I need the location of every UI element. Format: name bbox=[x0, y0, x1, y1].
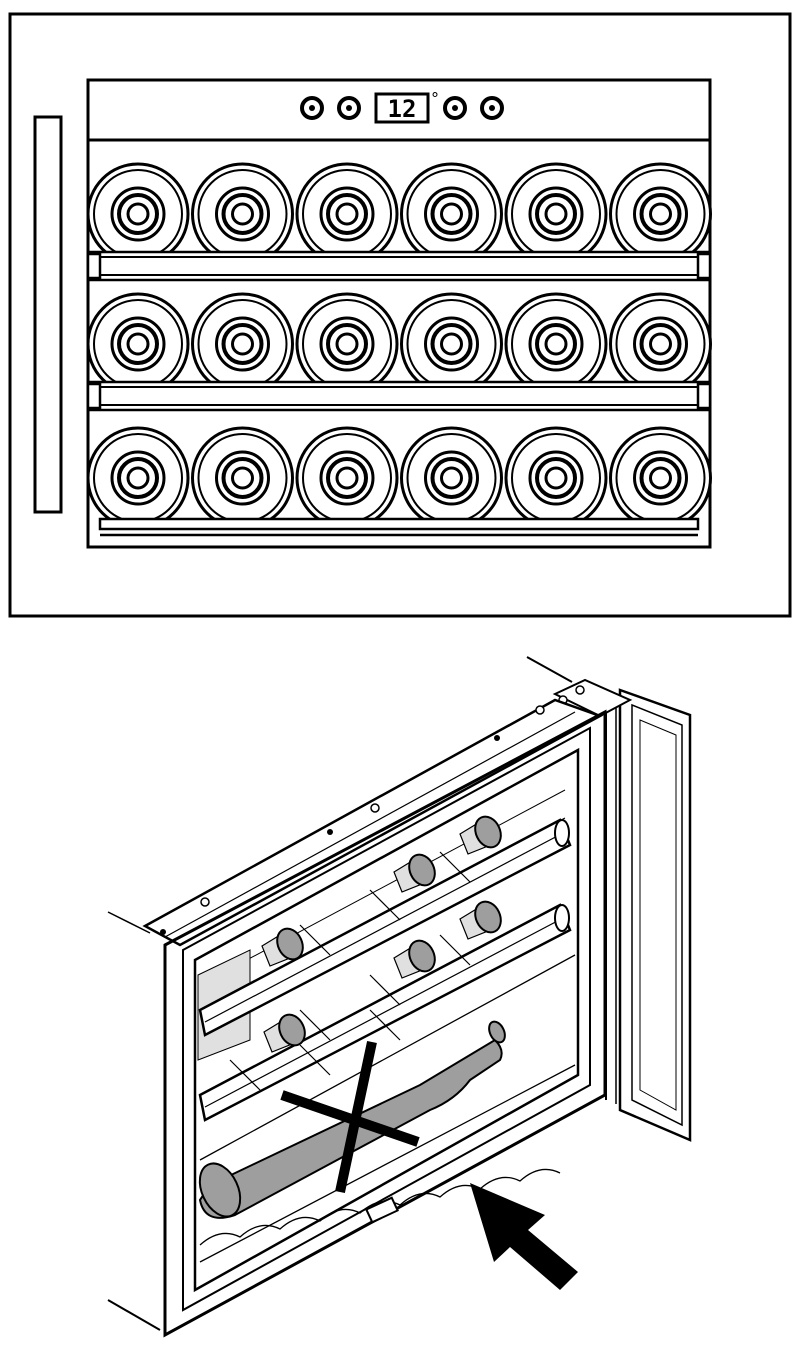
wine-cooler-front-view: 12 ° bbox=[8, 12, 792, 618]
temperature-value: 12 bbox=[388, 95, 417, 123]
bottle-neck bbox=[459, 815, 502, 855]
bottle-base bbox=[86, 162, 190, 266]
bottle-base bbox=[400, 426, 503, 530]
door-handle[interactable] bbox=[33, 115, 63, 514]
bottle-neck bbox=[459, 900, 502, 940]
bottle-base bbox=[295, 292, 399, 396]
shelf-bottles bbox=[261, 815, 502, 1053]
bottle-base bbox=[86, 426, 190, 530]
bottle-base bbox=[504, 292, 608, 396]
bottle-base bbox=[609, 292, 712, 396]
bottle-neck bbox=[393, 939, 436, 979]
wine-cooler-open-view bbox=[107, 656, 692, 1338]
wall-line bbox=[107, 911, 151, 934]
temperature-display bbox=[374, 92, 430, 124]
bottle-base bbox=[609, 162, 712, 266]
bottle-neck bbox=[393, 853, 436, 893]
bottle-neck bbox=[263, 1013, 306, 1053]
bottom-rail bbox=[98, 517, 700, 537]
bottle-base bbox=[609, 426, 712, 530]
shelf-front bbox=[99, 256, 699, 276]
temp-up-button[interactable] bbox=[443, 96, 467, 120]
temperature-unit: ° bbox=[431, 89, 439, 108]
shelf-row bbox=[86, 426, 712, 530]
shelf-front bbox=[99, 386, 699, 406]
floor-line bbox=[107, 1299, 161, 1331]
bottle-base bbox=[191, 292, 294, 396]
bottle-rows bbox=[86, 162, 712, 530]
countertop-line bbox=[526, 656, 573, 683]
control-panel: 12 ° bbox=[300, 89, 504, 124]
shelf-tab bbox=[696, 252, 712, 280]
bottom-tray bbox=[199, 954, 576, 1263]
shelf-tab bbox=[86, 252, 102, 280]
door-latch[interactable] bbox=[365, 1196, 399, 1224]
bottle-base bbox=[86, 292, 190, 396]
shelf-dividers bbox=[229, 851, 471, 1091]
bottle-base bbox=[504, 162, 608, 266]
bottle-base bbox=[191, 426, 294, 530]
shelf-tab bbox=[696, 382, 712, 410]
bottle-base bbox=[400, 162, 503, 266]
top-hinge bbox=[552, 678, 633, 718]
arrow-icon bbox=[470, 1183, 578, 1290]
shelf-row bbox=[86, 162, 712, 282]
bottle-neck bbox=[261, 927, 304, 967]
x-mark-icon bbox=[280, 1040, 420, 1194]
middle-shelf bbox=[198, 903, 572, 1122]
bottle-base bbox=[295, 162, 399, 266]
bottle-base bbox=[191, 162, 294, 266]
power-button[interactable] bbox=[480, 96, 504, 120]
top-shelf bbox=[198, 818, 572, 1037]
temp-down-button[interactable] bbox=[300, 96, 324, 120]
bottle-base bbox=[295, 426, 399, 530]
bottle-base bbox=[504, 426, 608, 530]
glass-door[interactable] bbox=[605, 688, 692, 1142]
shelf-row bbox=[86, 292, 712, 412]
bottle-base bbox=[400, 292, 503, 396]
shelf-tab bbox=[86, 382, 102, 410]
light-button[interactable] bbox=[337, 96, 361, 120]
